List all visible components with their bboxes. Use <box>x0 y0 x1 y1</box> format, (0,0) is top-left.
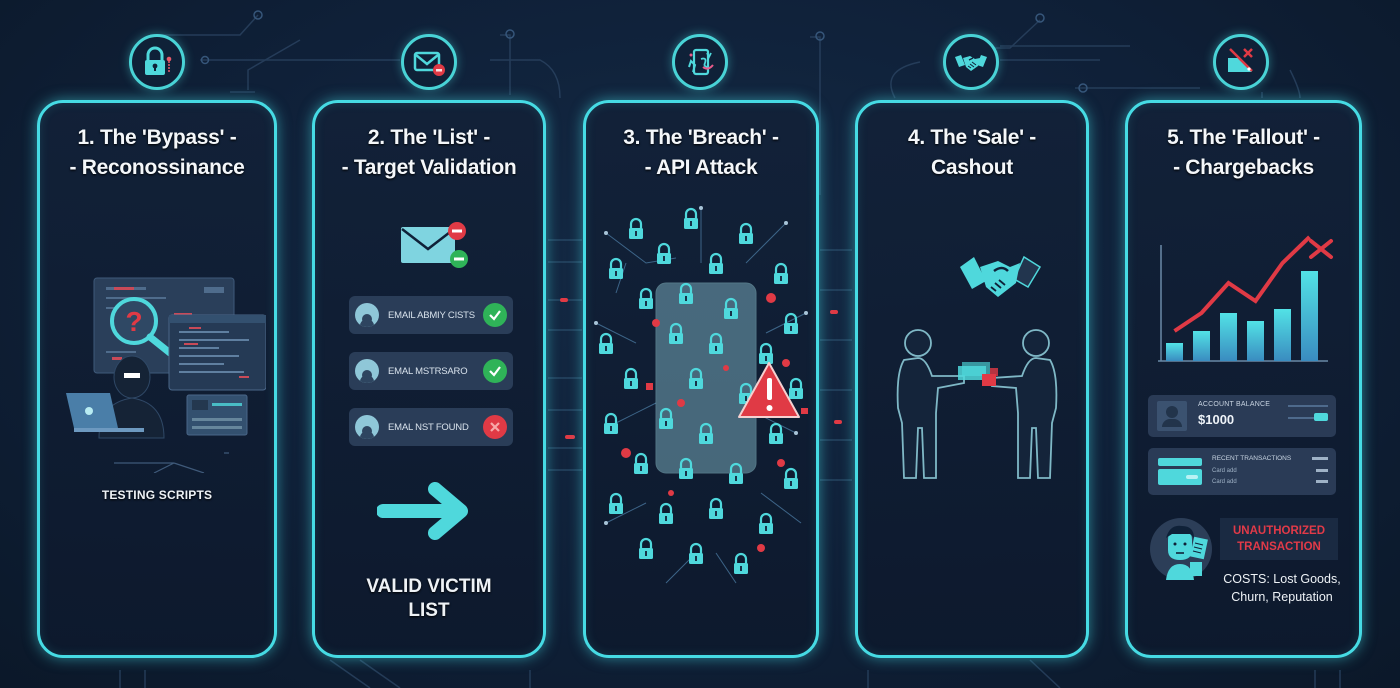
envelope-icon <box>413 51 445 76</box>
step-1-panel: 1. The 'Bypass' - - Reconossinance ? <box>37 100 277 658</box>
email-check-row-2: EMAL MSTRSARO <box>349 352 513 390</box>
svg-text:?: ? <box>125 306 142 337</box>
account-avatar-icon <box>1157 401 1187 431</box>
step-3-icon-badge <box>672 34 728 90</box>
check-icon <box>483 359 507 383</box>
step-5-panel: 5. The 'Fallout' - - Chargebacks ACCOUNT… <box>1125 100 1362 658</box>
user-avatar-icon <box>355 415 379 439</box>
chart-bar <box>1193 331 1210 361</box>
upset-customer-icon <box>1150 518 1212 580</box>
step-4-icon-badge <box>943 34 999 90</box>
step-2-title: 2. The 'List' - - Target Validation <box>341 126 517 179</box>
user-avatar-icon <box>355 359 379 383</box>
step-3-panel: 3. The 'Breach' - - API Attack <box>583 100 819 658</box>
step-2-caption: VALID VICTIM LIST <box>366 576 492 621</box>
chart-bar <box>1247 321 1264 361</box>
email-check-row-1: EMAIL ABMIY CISTS <box>349 296 513 334</box>
fallout-bar-chart <box>1158 235 1333 362</box>
step-4-panel: 4. The 'Sale' - Cashout <box>855 100 1089 658</box>
phone-attack-icon <box>688 48 714 76</box>
api-attack-illustration <box>594 206 808 584</box>
chart-bar <box>1166 343 1183 361</box>
cash-exchange-illustration <box>896 329 1058 479</box>
recent-transactions-card: RECENT TRANSACTIONS Card add Card add <box>1148 448 1336 495</box>
toggle-indicator <box>1314 413 1328 421</box>
step-1-title: 1. The 'Bypass' - - Reconossinance <box>69 126 245 179</box>
unauthorized-transaction-alert: UNAUTHORIZED TRANSACTION <box>1220 518 1338 560</box>
email-validation-icon <box>401 222 468 268</box>
padlock-icon <box>145 46 172 75</box>
user-avatar-icon <box>355 303 379 327</box>
step-2-icon-badge <box>401 34 457 90</box>
step-1-caption: TESTING SCRIPTS <box>101 488 213 502</box>
credit-card-icon <box>1158 458 1202 486</box>
step-5-icon-badge <box>1213 34 1269 90</box>
step-2-panel: 2. The 'List' - - Target Validation EMAI… <box>312 100 546 658</box>
check-icon <box>483 303 507 327</box>
x-mark-icon <box>483 415 507 439</box>
fallout-costs-text: COSTS: Lost Goods, Churn, Reputation <box>1223 572 1341 604</box>
chart-bar <box>1301 271 1318 361</box>
account-balance-card: ACCOUNT BALANCE $1000 <box>1148 395 1336 437</box>
email-check-row-3: EMAL NST FOUND <box>349 408 513 446</box>
chart-bar <box>1220 313 1237 361</box>
chart-bar <box>1274 309 1291 361</box>
hacker-recon-illustration: ? <box>66 277 266 473</box>
step-5-title: 5. The 'Fallout' - - Chargebacks <box>1167 126 1320 179</box>
step-3-title: 3. The 'Breach' - - API Attack <box>623 126 779 179</box>
arrow-right-icon <box>377 482 468 540</box>
handshake-large-icon <box>960 255 1042 297</box>
handshake-icon <box>955 55 987 71</box>
step-1-icon-badge <box>129 34 185 90</box>
step-4-title: 4. The 'Sale' - Cashout <box>907 126 1037 179</box>
declining-chart-icon <box>1228 48 1253 72</box>
